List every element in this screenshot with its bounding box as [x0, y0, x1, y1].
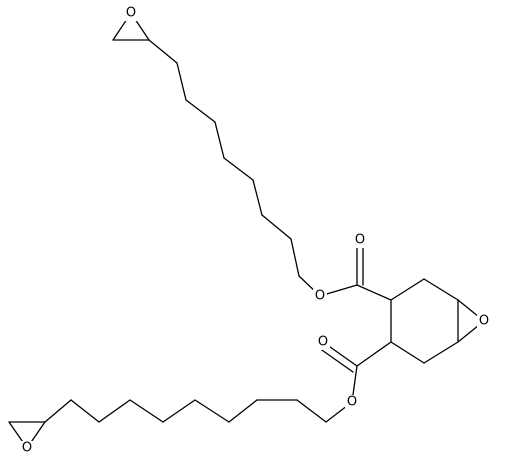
- bond: [162, 399, 196, 423]
- atom-label: O: [347, 395, 357, 410]
- atom-oxygen-ring-epoxide: O: [477, 314, 491, 329]
- bond: [296, 399, 327, 423]
- atom-labels: O O O O O O O: [20, 6, 491, 456]
- bond: [98, 399, 131, 423]
- atom-label: O: [479, 314, 489, 329]
- atom-label: O: [355, 233, 365, 248]
- bond: [423, 278, 459, 301]
- bond: [261, 214, 292, 240]
- bond: [129, 399, 164, 423]
- bonds: [8, 12, 485, 449]
- bond: [290, 238, 300, 277]
- atom-oxygen-top-epoxide: O: [124, 6, 138, 21]
- bond: [390, 341, 425, 364]
- bond: [356, 341, 392, 367]
- bond: [176, 62, 187, 101]
- atom-oxygen-carbonyl-2: O: [316, 335, 330, 350]
- atom-oxygen-ester-2: O: [345, 395, 359, 410]
- atom-label: O: [318, 335, 328, 350]
- bond: [423, 341, 459, 364]
- bond: [214, 121, 225, 159]
- atom-label: O: [22, 441, 32, 456]
- bond: [185, 99, 216, 123]
- bond: [44, 399, 72, 423]
- bond: [228, 399, 258, 423]
- atom-label: O: [126, 6, 136, 21]
- atom-label: O: [315, 289, 325, 304]
- bond: [148, 39, 178, 64]
- atom-oxygen-bottom-epoxide: O: [20, 441, 34, 456]
- bond: [356, 284, 392, 301]
- bond: [223, 157, 254, 181]
- atom-oxygen-ester-1: O: [313, 289, 327, 304]
- bond: [252, 179, 263, 216]
- bond: [70, 399, 100, 423]
- atom-oxygen-carbonyl-1: O: [353, 233, 367, 248]
- bond: [318, 347, 354, 373]
- bond: [390, 278, 425, 301]
- bond: [194, 399, 230, 423]
